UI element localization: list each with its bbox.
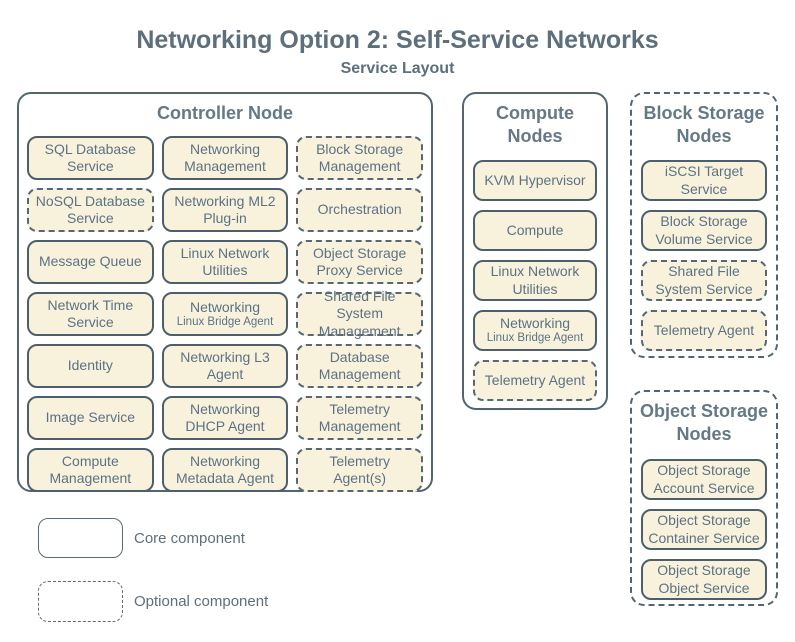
service-label: Telemetry Agent bbox=[484, 371, 586, 388]
service-label: Object Storage Account Service bbox=[653, 462, 755, 496]
service-kvm-hypervisor: KVM Hypervisor bbox=[473, 160, 597, 201]
service-label: Networking Management bbox=[184, 140, 266, 174]
service-object-storage-account: Object Storage Account Service bbox=[641, 459, 767, 500]
service-label: Identity bbox=[67, 357, 113, 374]
service-shared-file-system: Shared File System Service bbox=[641, 260, 767, 301]
service-database-management: Database Management bbox=[296, 344, 423, 388]
service-object-storage-object: Object Storage Object Service bbox=[641, 559, 767, 600]
service-networking-metadata-agent: Networking Metadata Agent bbox=[161, 448, 289, 492]
service-label: Image Service bbox=[45, 409, 136, 426]
compute-nodes-group: Compute Nodes KVM Hypervisor Compute Lin… bbox=[462, 92, 608, 410]
service-iscsi-target: iSCSI Target Service bbox=[641, 160, 767, 201]
block-storage-nodes-group: Block Storage Nodes iSCSI Target Service… bbox=[630, 92, 778, 358]
service-label: Compute bbox=[506, 221, 564, 238]
service-compute-management: Compute Management bbox=[27, 448, 154, 492]
service-label: Networking ML2 Plug-in bbox=[174, 192, 276, 226]
object-storage-nodes-group: Object Storage Nodes Object Storage Acco… bbox=[630, 390, 778, 606]
service-label: Object Storage Object Service bbox=[657, 562, 751, 596]
service-network-time: Network Time Service bbox=[27, 292, 154, 336]
service-label: Shared File System Management bbox=[318, 288, 401, 339]
service-label: Database Management bbox=[318, 348, 401, 382]
legend-optional-component: Optional component bbox=[38, 581, 268, 622]
diagram-title: Networking Option 2: Self-Service Networ… bbox=[136, 26, 659, 54]
service-linux-network-utilities: Linux Network Utilities bbox=[473, 260, 597, 301]
service-object-storage-container: Object Storage Container Service bbox=[641, 509, 767, 550]
service-networking-l3-agent: Networking L3 Agent bbox=[161, 344, 289, 388]
service-label: Message Queue bbox=[38, 253, 142, 270]
service-networking-dhcp-agent: Networking DHCP Agent bbox=[161, 396, 289, 440]
object-storage-services-stack: Object Storage Account Service Object St… bbox=[641, 459, 767, 600]
controller-node-group: Controller Node SQL Database Service Net… bbox=[17, 92, 433, 492]
optional-component-swatch bbox=[38, 581, 123, 622]
service-telemetry-agent: Telemetry Agent bbox=[641, 310, 767, 351]
service-label: Networking Metadata Agent bbox=[175, 452, 275, 486]
service-label: Networking bbox=[499, 315, 571, 332]
legend-core-component: Core component bbox=[38, 518, 245, 558]
service-nosql-database: NoSQL Database Service bbox=[27, 188, 154, 232]
service-label: Linux Network Utilities bbox=[490, 263, 580, 297]
service-object-storage-proxy: Object Storage Proxy Service bbox=[296, 240, 423, 284]
service-message-queue: Message Queue bbox=[27, 240, 154, 284]
legend-label: Core component bbox=[134, 529, 245, 547]
service-label: Networking DHCP Agent bbox=[185, 400, 265, 434]
service-label: Shared File System Service bbox=[655, 263, 753, 297]
service-image-service: Image Service bbox=[27, 396, 154, 440]
service-telemetry-management: Telemetry Management bbox=[296, 396, 423, 440]
service-shared-file-system-management: Shared File System Management bbox=[296, 288, 423, 339]
service-compute: Compute bbox=[473, 210, 597, 251]
service-orchestration: Orchestration bbox=[296, 188, 423, 232]
service-label: Telemetry Agent bbox=[653, 321, 755, 338]
service-block-storage-management: Block Storage Management bbox=[296, 136, 423, 180]
service-label: Orchestration bbox=[317, 201, 402, 218]
controller-node-heading: Controller Node bbox=[156, 103, 293, 123]
service-label: Object Storage Container Service bbox=[648, 512, 760, 546]
service-label: Networking L3 Agent bbox=[180, 348, 270, 382]
service-label: KVM Hypervisor bbox=[484, 171, 586, 188]
service-label: Network Time Service bbox=[47, 296, 134, 330]
service-label: Block Storage Volume Service bbox=[655, 213, 753, 247]
service-telemetry-agents: Telemetry Agent(s) bbox=[296, 448, 423, 492]
object-storage-nodes-heading: Object Storage Nodes bbox=[639, 401, 769, 445]
service-sublabel: Linux Bridge Agent bbox=[486, 332, 584, 345]
service-label: Compute Management bbox=[49, 452, 132, 486]
service-label: Networking bbox=[189, 298, 260, 315]
service-sublabel: Linux Bridge Agent bbox=[176, 315, 274, 328]
service-label: NoSQL Database Service bbox=[35, 192, 145, 226]
service-networking-ml2-plugin: Networking ML2 Plug-in bbox=[161, 188, 289, 232]
compute-nodes-heading: Compute Nodes bbox=[496, 103, 574, 147]
controller-services-grid: SQL Database Service Networking Manageme… bbox=[27, 136, 423, 492]
diagram-subtitle: Service Layout bbox=[340, 60, 455, 77]
core-component-swatch bbox=[38, 518, 123, 558]
legend-label: Optional component bbox=[134, 593, 269, 610]
service-sql-database: SQL Database Service bbox=[27, 136, 154, 180]
service-label: Telemetry Management bbox=[318, 400, 401, 434]
service-label: SQL Database Service bbox=[44, 140, 136, 174]
service-label: Object Storage Proxy Service bbox=[312, 244, 407, 278]
service-identity: Identity bbox=[27, 344, 154, 388]
block-storage-nodes-heading: Block Storage Nodes bbox=[643, 103, 765, 147]
service-label: Telemetry Agent(s) bbox=[329, 452, 390, 486]
service-label: Block Storage Management bbox=[316, 140, 404, 174]
service-linux-network-utilities: Linux Network Utilities bbox=[161, 240, 289, 284]
service-block-storage-volume: Block Storage Volume Service bbox=[641, 210, 767, 251]
block-storage-services-stack: iSCSI Target Service Block Storage Volum… bbox=[641, 160, 767, 351]
service-label: Linux Network Utilities bbox=[180, 244, 270, 278]
service-networking-management: Networking Management bbox=[161, 136, 289, 180]
compute-services-stack: KVM Hypervisor Compute Linux Network Uti… bbox=[473, 160, 597, 401]
service-telemetry-agent: Telemetry Agent bbox=[473, 360, 597, 401]
service-label: iSCSI Target Service bbox=[664, 163, 744, 197]
